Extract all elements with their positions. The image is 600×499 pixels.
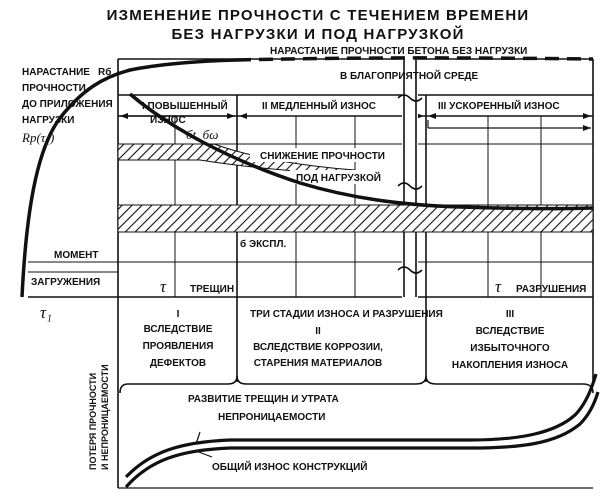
label-growth-3: ДО ПРИЛОЖЕНИЯ xyxy=(22,99,113,110)
stage-lower-1-num: I xyxy=(177,309,180,320)
stage-lower-2-a: ВСЛЕДСТВИЕ КОРРОЗИИ, xyxy=(253,342,383,353)
label-growth-4: НАГРУЗКИ xyxy=(22,115,74,126)
label-cracks-2: НЕПРОНИЦАЕМОСТИ xyxy=(218,412,325,423)
title-line-1: ИЗМЕНЕНИЕ ПРОЧНОСТИ С ТЕЧЕНИЕМ ВРЕМЕНИ xyxy=(107,7,530,24)
label-reduction-2: ПОД НАГРУЗКОЙ xyxy=(296,171,381,184)
stage-lower-3-c: НАКОПЛЕНИЯ ИЗНОСА xyxy=(452,360,568,371)
lower-grid xyxy=(117,297,594,489)
growth-curve xyxy=(20,58,238,298)
stage-lower-1-c: ДЕФЕКТОВ xyxy=(150,358,206,369)
stage-arrows xyxy=(120,113,591,131)
label-moment-1: МОМЕНТ xyxy=(54,250,98,261)
stage-upper-1-sub: ИЗНОС xyxy=(150,115,186,126)
label-top-curve-2: В БЛАГОПРИЯТНОЙ СРЕДЕ xyxy=(340,69,478,82)
stage-upper-3: III УСКОРЕННЫЙ ИЗНОС xyxy=(438,99,560,112)
tau-crack-text: ТРЕЩИН xyxy=(190,284,234,295)
stage-upper-2: II МЕДЛЕННЫЙ ИЗНОС xyxy=(262,99,376,112)
label-growth-symbol: Rб xyxy=(98,66,111,78)
stage-lower-3-b: ИЗБЫТОЧНОГО xyxy=(470,343,550,354)
label-total-wear: ОБЩИЙ ИЗНОС КОНСТРУКЦИЙ xyxy=(212,460,368,473)
cracks-curve xyxy=(124,373,598,479)
label-growth-1: НАРАСТАНИЕ xyxy=(22,67,90,78)
label-reduction-1: СНИЖЕНИЕ ПРОЧНОСТИ xyxy=(260,151,385,162)
stage-lower-1-a: ВСЛЕДСТВИЕ xyxy=(144,324,213,335)
label-sigma-expl: б ЭКСПЛ. xyxy=(240,238,286,250)
stages-lower-title: ТРИ СТАДИИ ИЗНОСА И РАЗРУШЕНИЯ xyxy=(250,309,443,320)
title-line-2: БЕЗ НАГРУЗКИ И ПОД НАГРУЗКОЙ xyxy=(171,25,464,43)
unloaded-strength-curve xyxy=(236,56,594,62)
vertical-axis-label: ПОТЕРЯ ПРОЧНОСТИ И НЕПРОНИЦАЕМОСТИ xyxy=(88,364,110,470)
total-wear-curve xyxy=(124,391,600,489)
label-growth-2: ПРОЧНОСТИ xyxy=(22,83,86,94)
stage-lower-3-num: III xyxy=(506,309,515,320)
label-tau1: τ₁ xyxy=(40,303,52,322)
stages-brace xyxy=(119,375,594,394)
label-top-curve-1: НАРАСТАНИЕ ПРОЧНОСТИ БЕТОНА БЕЗ НАГРУЗКИ xyxy=(270,46,527,57)
tau-crack-symbol: τ xyxy=(160,277,167,296)
stage-lower-2-b: СТАРЕНИЯ МАТЕРИАЛОВ xyxy=(254,358,382,369)
label-cracks-1: РАЗВИТИЕ ТРЕЩИН И УТРАТА xyxy=(188,394,339,405)
vertical-label-1: ПОТЕРЯ ПРОЧНОСТИ xyxy=(88,373,98,470)
stage-lower-3-a: ВСЛЕДСТВИЕ xyxy=(476,326,545,337)
label-rp: Rр(τ₁) xyxy=(21,130,54,145)
tau-break-symbol: τ xyxy=(495,277,502,296)
stage-lower-1-b: ПРОЯВЛЕНИЯ xyxy=(143,341,214,352)
tau-break-text: РАЗРУШЕНИЯ xyxy=(516,284,586,295)
lower-curves xyxy=(124,373,600,489)
curves xyxy=(20,56,594,298)
axis-break xyxy=(397,55,423,300)
stage-lower-2-num: II xyxy=(315,326,321,337)
vertical-label-2: И НЕПРОНИЦАЕМОСТИ xyxy=(100,364,110,470)
label-moment-2: ЗАГРУЖЕНИЯ xyxy=(31,277,100,288)
label-sigma: бt, бω xyxy=(186,127,218,142)
loaded-strength-curve xyxy=(128,92,594,211)
stage-upper-1: I ПОВЫШЕННЫЙ xyxy=(142,99,228,112)
